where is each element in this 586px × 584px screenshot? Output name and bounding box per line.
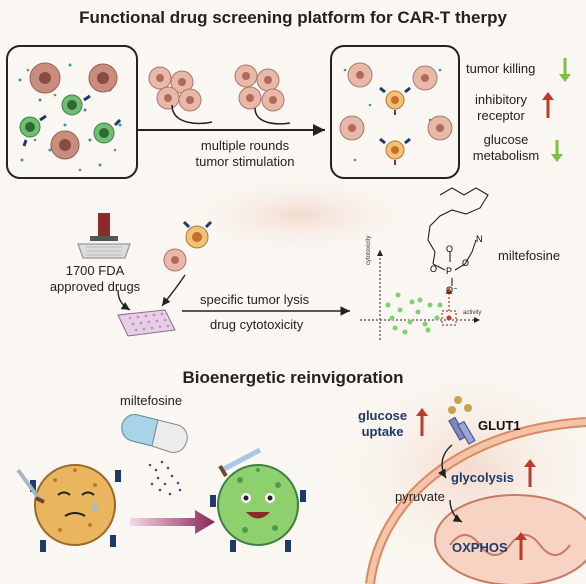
oxphos-label: OXPHOS	[452, 540, 508, 555]
glut1-label: GLUT1	[478, 418, 521, 433]
drug-cytotoxicity-label: drug cytotoxicity	[210, 317, 304, 332]
exhausted-coculture-panel	[330, 45, 460, 179]
background-glow	[180, 175, 420, 255]
glycolysis-arrow	[438, 444, 453, 479]
mitochondrion	[434, 494, 586, 584]
drug-library-label: 1700 FDA approved drugs	[49, 263, 141, 294]
specific-lysis-label: specific tumor lysis	[200, 292, 310, 307]
screening-scatter-plot	[360, 250, 480, 340]
atom-o-minus: O⁻	[446, 285, 458, 295]
compound-label: miltefosine	[498, 248, 561, 263]
atom-o3: O	[462, 258, 470, 268]
connector-curve-1	[171, 104, 213, 125]
atom-p: P	[446, 266, 453, 276]
glycolysis-label: glycolysis	[451, 470, 514, 485]
tumor-cluster-2	[234, 64, 285, 112]
car-t-and-tumor	[163, 220, 213, 272]
drugs-to-plate-arrow	[117, 289, 131, 311]
effect-inhibitory-receptor: inhibitory receptor	[474, 92, 528, 123]
glucose-molecules	[448, 396, 472, 414]
atom-o1: O	[430, 264, 438, 274]
drug-capsule	[121, 414, 188, 453]
tumor-cluster-1	[148, 66, 202, 112]
page-title: Functional drug screening platform for C…	[79, 8, 507, 27]
atom-o2: O	[446, 244, 454, 254]
glut1-transporter	[448, 416, 476, 445]
glucose-uptake-label: glucose uptake	[358, 408, 408, 439]
exhausted-t-cell	[16, 464, 121, 552]
drug-particles	[148, 460, 182, 496]
x-axis-label: activity	[463, 310, 482, 316]
drug-library-plate	[77, 213, 131, 259]
cells-to-plate-arrow	[161, 274, 186, 307]
stimulation-label: multiple rounds tumor stimulation	[195, 138, 295, 169]
cell-membrane	[365, 417, 586, 584]
right-panel-cells	[339, 62, 453, 165]
initial-coculture-panel	[6, 45, 138, 179]
reinvigoration-arrow	[130, 510, 215, 534]
upregulation-arrows	[416, 408, 536, 560]
pyruvate-label: pyruvate	[395, 489, 445, 504]
section-title-bioenergetic: Bioenergetic reinvigoration	[182, 368, 404, 387]
connector-curve-2	[254, 107, 291, 125]
effect-glucose-metabolism: glucose metabolism	[472, 132, 540, 163]
effect-arrows	[542, 58, 571, 162]
left-panel-cells	[18, 62, 122, 172]
effect-tumor-killing: tumor killing	[466, 61, 536, 76]
atom-n: N	[476, 234, 483, 244]
assay-plate	[117, 309, 176, 337]
reinvigorated-t-cell	[210, 447, 306, 552]
capsule-label: miltefosine	[120, 393, 183, 408]
y-axis-label: cytotoxicity	[366, 235, 372, 265]
miltefosine-structure	[427, 187, 489, 286]
pyruvate-arrow	[449, 499, 463, 523]
